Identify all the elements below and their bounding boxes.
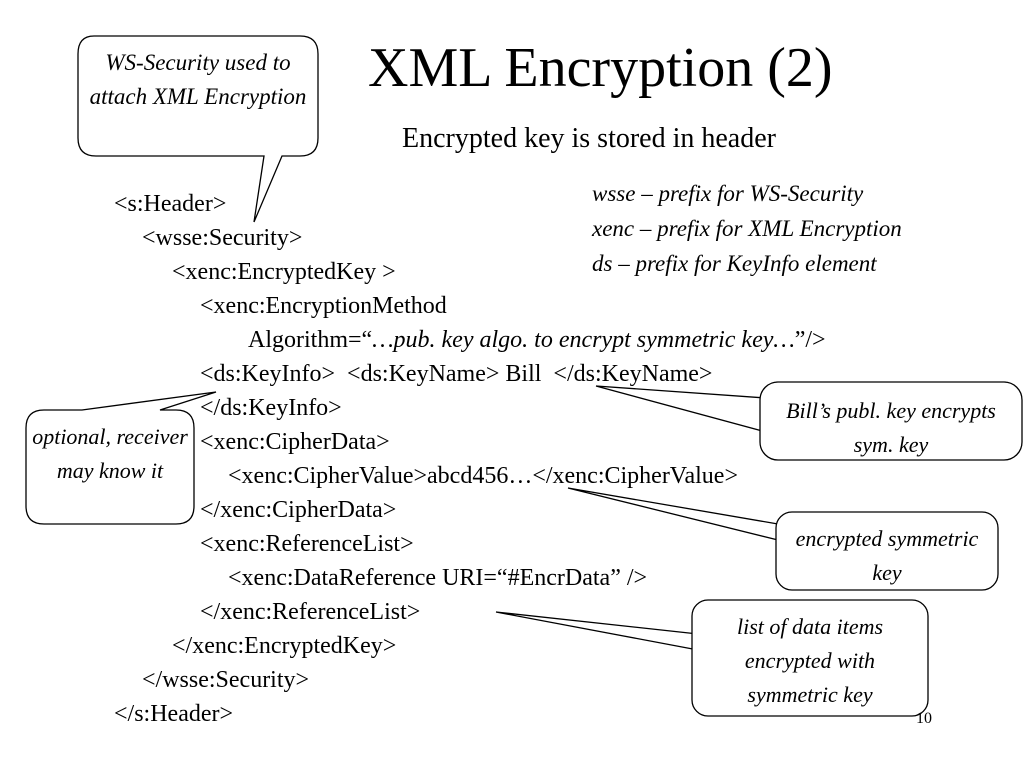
legend-item-ds: ds – prefix for KeyInfo element [592, 251, 877, 276]
page-number: 10 [916, 710, 932, 727]
code-line-14: </xenc:EncryptedKey> [172, 633, 397, 659]
code-line-12: <xenc:DataReference URI=“#EncrData” /> [228, 565, 648, 591]
code-line-11: <xenc:ReferenceList> [200, 531, 414, 557]
data-items-leader [495, 611, 699, 651]
code-line-3: <xenc:EncryptedKey > [172, 259, 396, 285]
code-line-5-prefix: Algorithm=“ [248, 327, 373, 353]
legend-item-xenc: xenc – prefix for XML Encryption [592, 216, 902, 241]
code-line-2: <wsse:Security> [142, 225, 303, 251]
code-line-5: Algorithm=“…pub. key algo. to encrypt sy… [248, 325, 826, 355]
code-line-7: </ds:KeyInfo> [200, 395, 342, 421]
optional-callout-bubble [25, 391, 217, 525]
callout-optional: optional, receiver may know it [32, 424, 188, 483]
callout-ws-security: WS-Security used to attach XML Encryptio… [89, 50, 307, 109]
slide-subtitle: Encrypted key is stored in header [402, 123, 776, 154]
code-line-1: <s:Header> [114, 191, 227, 217]
callout-data-items: list of data items encrypted with symmet… [736, 614, 884, 707]
callout-encrypted-key: encrypted symmetric key [795, 526, 979, 585]
encrypted-key-leader [567, 487, 779, 541]
code-line-8: <xenc:CipherData> [200, 429, 390, 455]
code-line-5-suffix: ”/> [794, 327, 826, 353]
bill-key-callout-box [759, 381, 1023, 461]
legend-item-wsse: wsse – prefix for WS-Security [592, 181, 864, 206]
code-line-4: <xenc:EncryptionMethod [200, 293, 447, 319]
code-line-16: </s:Header> [114, 701, 234, 727]
code-line-9: <xenc:CipherValue>abcd456…</xenc:CipherV… [228, 463, 738, 489]
code-line-5-placeholder: …pub. key algo. to encrypt symmetric key… [372, 327, 795, 353]
code-line-13: </xenc:ReferenceList> [200, 599, 421, 625]
callout-bill-key: Bill’s publ. key encrypts sym. key [786, 398, 996, 457]
code-line-6: <ds:KeyInfo> <ds:KeyName> Bill </ds:KeyN… [200, 361, 713, 387]
ws-security-callout-bubble [77, 35, 319, 223]
bill-key-leader [595, 385, 767, 433]
slide-title: XML Encryption (2) [368, 37, 833, 99]
code-line-15: </wsse:Security> [142, 667, 310, 693]
data-items-callout-box [691, 599, 929, 717]
code-line-10: </xenc:CipherData> [200, 497, 397, 523]
encrypted-key-callout-box [775, 511, 999, 591]
